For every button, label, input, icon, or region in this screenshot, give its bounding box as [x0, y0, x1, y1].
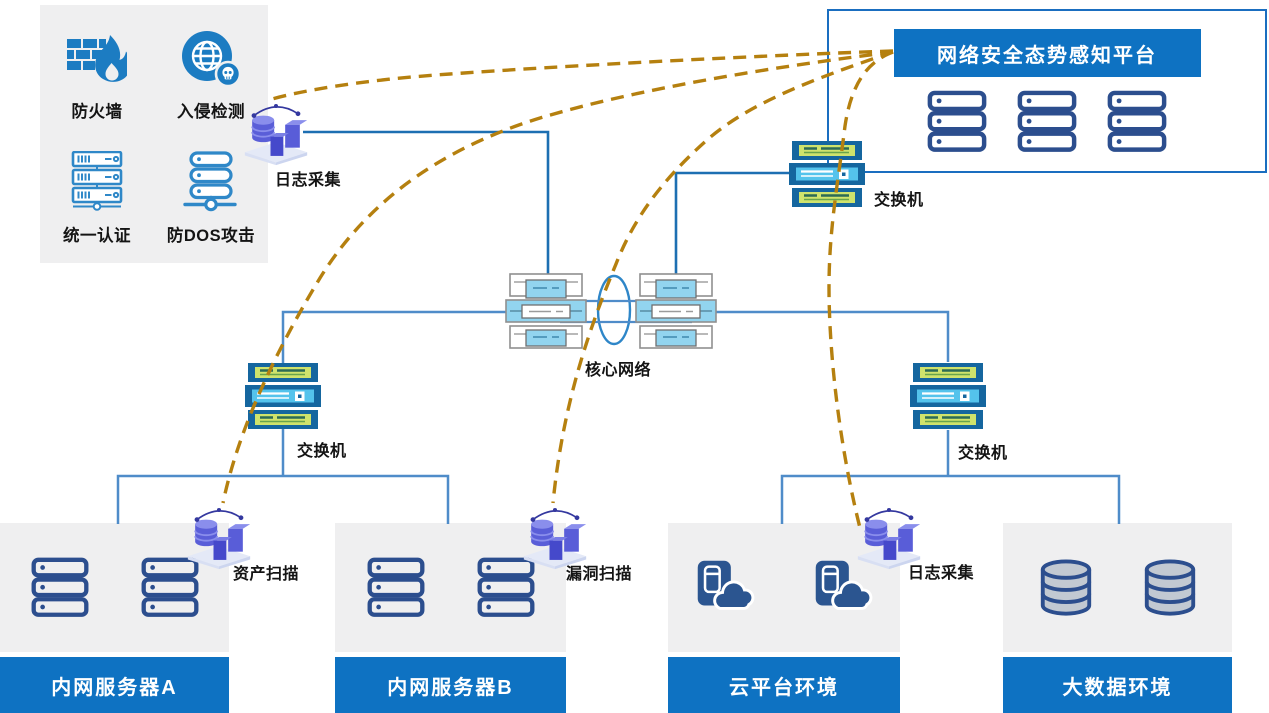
zone-c-title: 云平台环境 [668, 657, 900, 713]
zone-d-body [1003, 523, 1232, 652]
platform-title: 网络安全态势感知平台 [893, 29, 1201, 77]
server-icon [31, 557, 88, 617]
anti-ddos-icon [182, 149, 240, 213]
vuln-scan-label: 漏洞扫描 [566, 566, 633, 583]
database-icon [1144, 558, 1195, 616]
zone-intranet-server-a: 内网服务器A [0, 523, 229, 713]
log-collect-bottom-label: 日志采集 [908, 565, 975, 582]
zone-b-body [335, 523, 566, 652]
log-collect-top-icon [243, 99, 309, 167]
switch-left [245, 363, 321, 429]
server-icon [927, 90, 987, 152]
awareness-platform-box: 网络安全态势感知平台 [827, 9, 1267, 173]
dash-to-log-collect-top [271, 49, 894, 101]
security-item-firewall: 防火墙 [40, 11, 154, 135]
server-icon [477, 557, 534, 617]
dash-to-asset-scan [221, 50, 894, 504]
core-network-label: 核心网络 [584, 362, 651, 379]
firewall-icon [67, 25, 127, 89]
database-icon [1040, 558, 1091, 616]
zone-a-title: 内网服务器A [0, 657, 229, 713]
log-collect-bottom-icon [856, 503, 922, 571]
zone-intranet-server-b: 内网服务器B [335, 523, 566, 713]
cloud-server-icon [815, 560, 873, 610]
intrusion-detection-icon [180, 25, 242, 89]
server-icon [1107, 90, 1167, 152]
switch-top-label: 交换机 [874, 192, 924, 209]
security-item-unified-auth: 统一认证 [40, 135, 154, 259]
zone-big-data: 大数据环境 [1003, 523, 1232, 713]
platform-servers [829, 90, 1265, 154]
switch-left-label: 交换机 [297, 443, 347, 460]
zone-d-title: 大数据环境 [1003, 657, 1232, 713]
unified-auth-label: 统一认证 [63, 226, 131, 245]
server-icon [1017, 90, 1077, 152]
zone-cloud-platform: 云平台环境 [668, 523, 900, 713]
server-icon [141, 557, 198, 617]
zone-a-body [0, 523, 229, 652]
switch-right-label: 交换机 [958, 445, 1008, 462]
cloud-server-icon [697, 560, 755, 610]
anti-ddos-label: 防DOS攻击 [166, 226, 256, 245]
unified-auth-icon [64, 149, 130, 213]
zone-b-title: 内网服务器B [335, 657, 566, 713]
core-cross-links [560, 299, 692, 324]
core-ring [596, 274, 632, 346]
uplink-lines [303, 130, 795, 274]
switch-top [789, 141, 865, 207]
firewall-label: 防火墙 [71, 102, 123, 121]
switch-right [910, 363, 986, 429]
log-collect-top-label: 日志采集 [274, 172, 341, 189]
asset-scan-label: 资产扫描 [233, 566, 300, 583]
asset-scan-icon [186, 503, 252, 571]
zone-c-body [668, 523, 900, 652]
vuln-scan-icon [522, 503, 588, 571]
server-icon [367, 557, 424, 617]
intrusion-detection-label: 入侵检测 [177, 102, 245, 121]
security-capability-panel: 防火墙 [40, 5, 268, 263]
